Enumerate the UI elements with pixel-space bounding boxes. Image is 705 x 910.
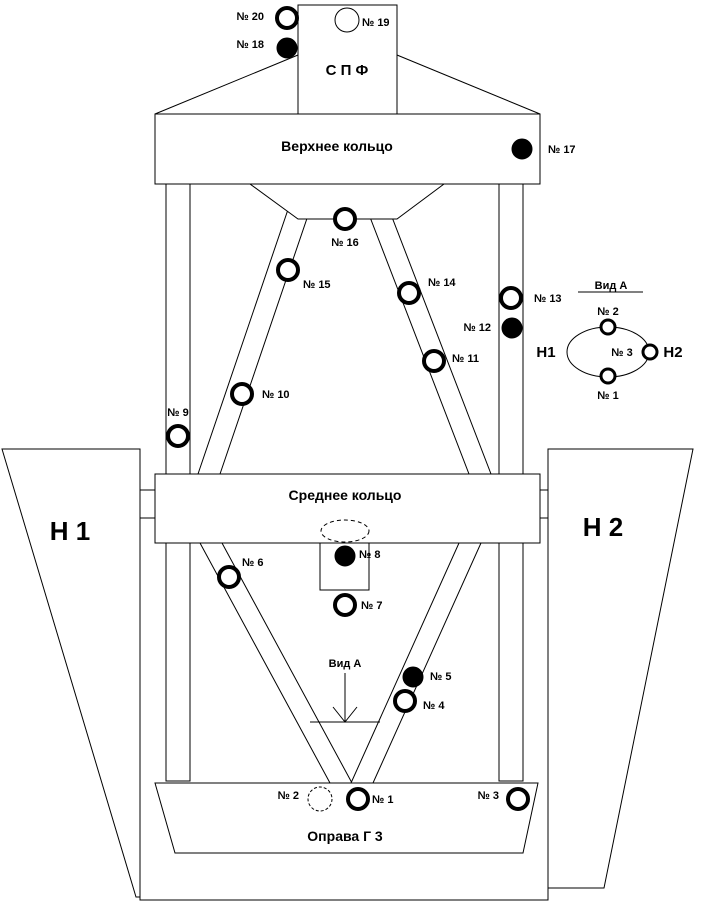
view-a-h1-label: Н1: [536, 344, 555, 361]
sensor-15-label: № 15: [303, 279, 331, 291]
sensor-16-label: № 16: [331, 237, 359, 249]
mount-g3: [154, 782, 539, 854]
view-a-sensor-2: [599, 318, 617, 336]
middle-ring-right-connector: [539, 489, 549, 519]
sensor-8-label: № 8: [359, 549, 380, 561]
sensor-8-marker: [334, 545, 356, 567]
sensor-9-marker: [166, 424, 190, 448]
spf-cone-left: [154, 54, 299, 115]
sensor-16-marker: [333, 207, 357, 231]
support-h2: [547, 448, 694, 889]
sensor-14-marker: [397, 281, 421, 305]
middle-ring-label: Среднее кольцо: [289, 487, 402, 503]
view-a-detail-title: Вид А: [595, 280, 628, 292]
left-column-lower: [165, 542, 191, 782]
sensor-5-label: № 5: [430, 671, 451, 683]
sensor-10-marker: [230, 382, 254, 406]
base-frame: [139, 888, 549, 901]
sensor-19-label: № 19: [362, 17, 390, 29]
sensor-1-label: № 1: [372, 794, 393, 806]
sensor-15-marker: [276, 258, 300, 282]
spf-label: С П Ф: [326, 62, 369, 79]
sensor-3-marker: [506, 787, 530, 811]
view-a-n2-label: № 2: [597, 306, 618, 318]
sensor-2-marker: [307, 786, 333, 812]
middle-ring: [154, 473, 541, 544]
sensor-7-label: № 7: [361, 600, 382, 612]
sensor-13-marker: [499, 286, 523, 310]
sensor-5-marker: [402, 666, 424, 688]
sensor-20-label: № 20: [236, 11, 264, 23]
support-h1-label: Н 1: [50, 516, 90, 546]
right-column-lower: [498, 542, 524, 782]
support-h2-label: Н 2: [583, 512, 623, 542]
sensor-9-label: № 9: [167, 407, 188, 419]
sensor-13-label: № 13: [534, 293, 562, 305]
sensor-17-marker: [511, 138, 533, 160]
view-a-n3-label: № 3: [611, 347, 632, 359]
view-a-label: Вид А: [329, 658, 362, 670]
view-a-n1-label: № 1: [597, 390, 618, 402]
sensor-6-label: № 6: [242, 557, 263, 569]
view-a-sensor-1: [599, 367, 617, 385]
view-a-h2-label: Н2: [663, 344, 682, 361]
upper-ring: [154, 113, 541, 185]
sensor-10-label: № 10: [262, 389, 290, 401]
sensor-18-marker: [276, 37, 298, 59]
sensor-12-label: № 12: [463, 322, 491, 334]
sensor-labels: № 20 № 19 № 18 № 17 № 16 № 15 № 14 № 13 …: [167, 11, 575, 806]
lower-right-diagonal: [350, 542, 482, 784]
sensor-18-label: № 18: [236, 39, 264, 51]
sensor-4-marker: [393, 689, 417, 713]
sensor-20-marker: [275, 6, 299, 30]
upper-left-diagonal: [197, 185, 319, 475]
sensor-4-label: № 4: [423, 700, 445, 712]
sensor-19-marker: [334, 7, 360, 33]
sensor-7-marker: [333, 593, 357, 617]
sensor-11-marker: [422, 349, 446, 373]
hidden-ellipse: [320, 519, 370, 543]
sensor-1-marker: [346, 787, 370, 811]
sensor-2-label: № 2: [278, 790, 299, 802]
sensor-12-marker: [501, 317, 523, 339]
view-a-sensor-3: [641, 343, 659, 361]
middle-ring-left-connector: [139, 489, 156, 519]
sensor-11-label: № 11: [452, 353, 479, 365]
sensor-markers: [166, 6, 533, 812]
spf-cone-right: [396, 54, 541, 115]
sensor-3-label: № 3: [478, 790, 499, 802]
sensor-6-marker: [217, 565, 241, 589]
sensor-17-label: № 17: [548, 144, 576, 156]
sensor-14-label: № 14: [428, 277, 456, 289]
upper-ring-label: Верхнее кольцо: [281, 138, 393, 154]
mount-g3-label: Оправа Г 3: [307, 828, 383, 844]
